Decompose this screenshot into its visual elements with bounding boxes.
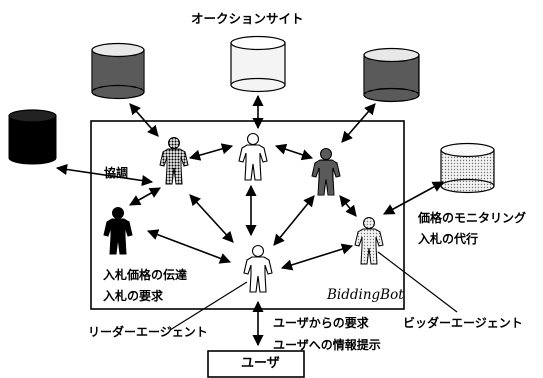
user-request-label: ユーザからの要求: [273, 316, 369, 330]
bidder-agent-label: ビッダーエージェント: [403, 316, 523, 330]
leader-pointer-line: [169, 281, 248, 331]
database-light-right: [440, 142, 495, 194]
bid-request-label: 入札の要求: [103, 289, 164, 303]
arrow-black-leader: [146, 229, 232, 264]
agent-white-top: [238, 132, 268, 181]
arrow-coop-top-right: [274, 143, 314, 161]
bid-price-transmission-label: 入札価格の伝達: [103, 268, 188, 282]
agent-dotted-right: [311, 148, 341, 196]
bid-proxy-label: 入札の代行: [418, 232, 479, 246]
bidder-pointer-line: [377, 251, 458, 313]
arrow-grey-leader: [280, 243, 354, 271]
info-to-user-label: ユーザへの情報提示: [273, 338, 381, 352]
agent-dotted-left: [159, 137, 189, 185]
arrow-coop-left-black: [129, 187, 161, 206]
arrow-coop-left-top: [188, 143, 234, 161]
arrow-db-light: [383, 181, 444, 215]
leader-agent-label: リーダーエージェント: [88, 325, 208, 339]
bidding-bot-frame: [90, 120, 405, 310]
arrows: [55, 94, 444, 347]
agent-black-left: [103, 207, 133, 255]
database-dark-right: [363, 47, 420, 103]
agent-leader: [243, 244, 273, 293]
agent-grey-right: [354, 217, 384, 265]
user-label: ユーザ: [241, 356, 280, 371]
auction-sites-label: オークションサイト: [191, 11, 304, 26]
database-black: [8, 109, 57, 165]
price-monitoring-label: 価格のモニタリング: [418, 211, 527, 225]
cooperation-label: 協調: [104, 166, 129, 180]
arrow-db-black: [55, 163, 154, 187]
arrow-dottedleft-leader: [189, 194, 234, 243]
arrow-dottedright-leader: [273, 195, 315, 246]
database-dark-left: [91, 42, 145, 100]
arrow-coop-right-grey: [339, 195, 357, 217]
arrow-db-dark-right: [341, 103, 376, 143]
user-box: [207, 350, 305, 378]
system-name-label: BiddingBot: [327, 287, 404, 303]
arrow-db-dark-left: [129, 103, 159, 137]
database-white-center: [230, 35, 286, 93]
